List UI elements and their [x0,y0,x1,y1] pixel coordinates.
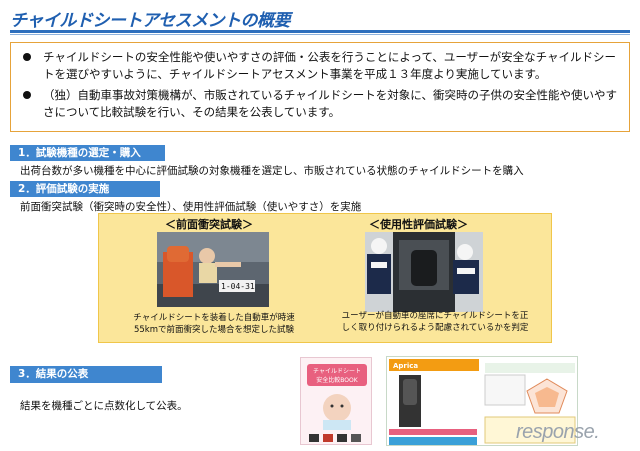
usability-caption-line2: しく取り付けられるよう配慮されているかを判定 [341,323,529,333]
usability-test-photo [365,232,483,312]
comparison-book-cover: チャイルドシート 安全比較BOOK [300,357,372,445]
crash-photo-board-text: 1-04-31 [221,282,255,291]
book-title-line1: チャイルドシート [313,368,361,375]
page-title: チャイルドシートアセスメントの概要 [10,11,291,31]
usability-test-heading: ＜使用性評価試験＞ [369,218,468,231]
intro-bullet-text: （独）自動車事故対策機構が、市販されているチャイルドシートを対象に、衝突時の子供… [43,88,617,119]
section-3-description: 結果を機種ごとに点数化して公表。 [20,400,188,412]
intro-bullet: （独）自動車事故対策機構が、市販されているチャイルドシートを対象に、衝突時の子供… [21,87,619,121]
intro-bullet-text: チャイルドシートの安全性能や使いやすさの評価・公表を行うことによって、ユーザーが… [43,50,617,81]
crash-test-photo: 1-04-31 [157,232,269,307]
section-2-header: 2．評価試験の実施 [10,181,160,197]
title-underline-thin [10,34,630,35]
intro-bullet: チャイルドシートの安全性能や使いやすさの評価・公表を行うことによって、ユーザーが… [21,49,619,83]
usability-test-caption: ユーザーが自動車の座席にチャイルドシートを正 しく取り付けられるよう配慮されてい… [335,310,535,334]
title-underline [10,30,630,33]
watermark: response. [516,421,600,443]
test-panel: ＜前面衝突試験＞ ＜使用性評価試験＞ 1-04-31 [98,213,552,343]
intro-box: チャイルドシートの安全性能や使いやすさの評価・公表を行うことによって、ユーザーが… [10,42,630,132]
crash-caption-line2: 55kmで前面衝突した場合を想定した試験 [133,325,295,335]
usability-caption-line1: ユーザーが自動車の座席にチャイルドシートを正 [341,311,529,321]
sheet-brand: Aprica [393,362,418,370]
section-1-description: 出荷台数が多い機種を中心に評価試験の対象機種を選定し、市販されている状態のチャイ… [20,165,524,177]
bullet-dot-icon [23,53,31,61]
book-title-line2: 安全比較BOOK [316,376,358,384]
section-2-description: 前面衝突試験（衝突時の安全性）、使用性評価試験（使いやすさ）を実施 [20,201,362,213]
crash-test-heading: ＜前面衝突試験＞ [165,218,253,231]
result-sheet: Aprica [386,356,578,446]
crash-test-caption: チャイルドシートを装着した自動車が時速 55kmで前面衝突した場合を想定した試験 [129,312,299,336]
section-3-header: 3．結果の公表 [10,366,162,383]
section-1-header: 1．試験機種の選定・購入 [10,145,165,161]
crash-caption-line1: チャイルドシートを装着した自動車が時速 [133,313,295,323]
bullet-dot-icon [23,91,31,99]
